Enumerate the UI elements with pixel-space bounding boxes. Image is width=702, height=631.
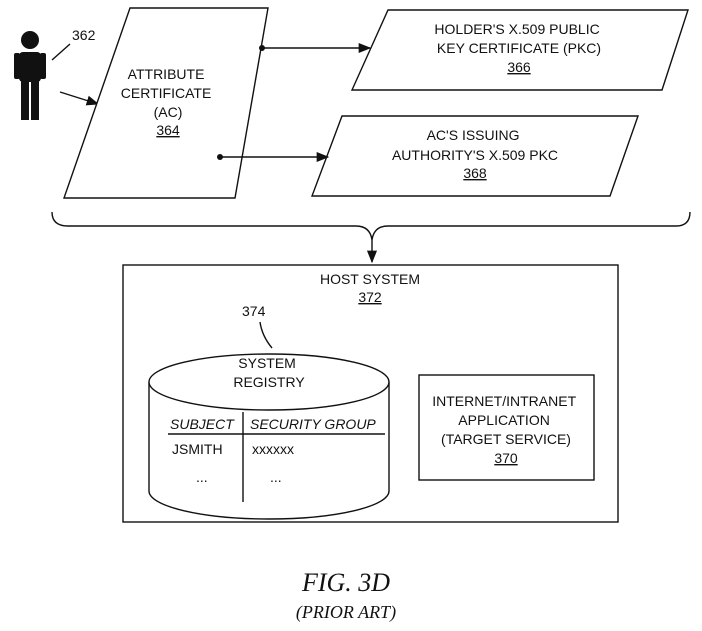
holder-pkc-label: HOLDER'S X.509 PUBLIC KEY CERTIFICATE (P… [434, 21, 603, 56]
registry-ref-label: 374 [242, 303, 266, 319]
registry-row-group: ... [270, 469, 282, 485]
grouping-brace [51, 211, 691, 241]
host-system-ref: 372 [358, 289, 382, 305]
person-leader-line [51, 43, 71, 61]
issuer-pkc-ref: 368 [463, 165, 487, 181]
issuer-pkc-shape [310, 115, 639, 197]
attribute-certificate-shape [63, 7, 269, 199]
registry-row-subject: JSMITH [172, 441, 223, 457]
registry-row-subject: ... [196, 469, 208, 485]
holder-pkc-shape [350, 9, 689, 91]
registry-title: SYSTEM REGISTRY [233, 355, 305, 390]
person-to-ac-arrow [59, 91, 100, 106]
registry-column-security-group: SECURITY GROUP [250, 416, 376, 432]
registry-row-group: xxxxxx [252, 441, 294, 457]
registry-leader-line [259, 321, 273, 349]
person-icon [14, 31, 46, 120]
application-box [418, 374, 595, 481]
holder-pkc-ref: 366 [507, 59, 531, 75]
registry-column-subject: SUBJECT [170, 416, 235, 432]
issuer-pkc-label: AC'S ISSUING AUTHORITY'S X.509 PKC [392, 127, 558, 163]
attribute-certificate-label: ATTRIBUTE CERTIFICATE (AC) [121, 66, 215, 120]
system-registry-cylinder [148, 353, 390, 520]
application-ref: 370 [494, 450, 518, 466]
application-label: INTERNET/INTRANET APPLICATION (TARGET SE… [432, 393, 580, 447]
host-system-title: HOST SYSTEM [320, 271, 420, 287]
person-ref-label: 362 [72, 27, 96, 43]
figure-note: (PRIOR ART) [296, 602, 396, 623]
attribute-certificate-ref: 364 [156, 122, 180, 138]
figure-caption: FIG. 3D [301, 568, 390, 597]
